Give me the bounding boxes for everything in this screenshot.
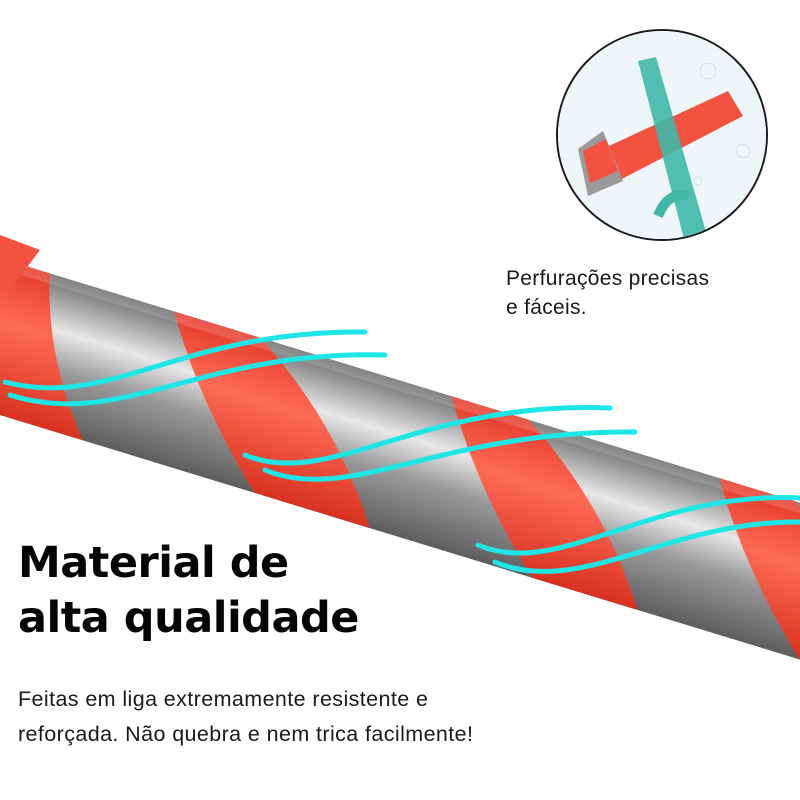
drill-through-glass-icon <box>558 31 766 239</box>
headline-line-2: alta qualidade <box>18 593 359 643</box>
drill-flutes <box>0 244 800 686</box>
description-line-1: Feitas em liga extremamente resistente e <box>18 687 429 711</box>
description: Feitas em liga extremamente resistente e… <box>18 682 638 752</box>
inset-caption: Perfurações precisas e fáceis. <box>506 264 796 322</box>
headline-line-1: Material de <box>18 538 289 588</box>
motion-lines <box>2 329 800 574</box>
caption-line-1: Perfurações precisas <box>506 267 710 290</box>
drilling-glass-inset <box>556 29 768 241</box>
caption-line-2: e fáceis. <box>506 296 587 319</box>
headline: Material de alta qualidade <box>18 536 359 646</box>
description-line-2: reforçada. Não quebra e nem trica facilm… <box>18 722 474 746</box>
